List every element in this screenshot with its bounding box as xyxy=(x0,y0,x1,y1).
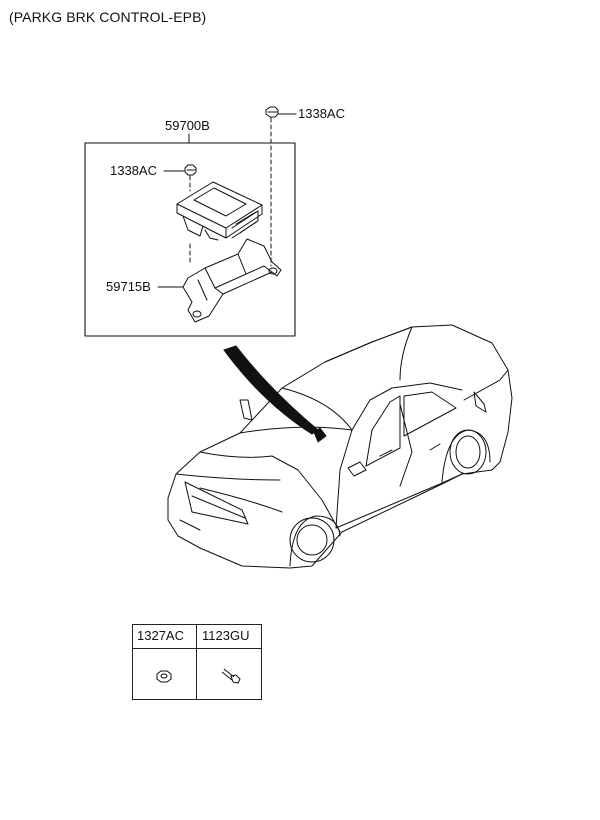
table-divider-vertical xyxy=(196,625,197,699)
nut-icon-top-right xyxy=(265,106,279,118)
table-header-1327ac: 1327AC xyxy=(137,628,184,643)
table-divider-horizontal xyxy=(133,648,261,649)
table-header-1123gu: 1123GU xyxy=(202,628,250,643)
bolt-icon-1123gu xyxy=(221,668,241,684)
nut-icon-1327ac xyxy=(156,670,172,683)
epb-module xyxy=(176,181,263,241)
nut-icon-left xyxy=(184,164,197,176)
parts-table: 1327AC 1123GU xyxy=(132,624,262,700)
epb-bracket xyxy=(182,238,282,323)
callout-1338ac-top: 1338AC xyxy=(298,106,345,121)
location-pointer-arrow xyxy=(223,345,319,435)
car-illustration xyxy=(167,324,513,569)
callout-1338ac-left: 1338AC xyxy=(110,163,157,178)
callout-59715b: 59715B xyxy=(106,279,151,294)
component-box xyxy=(84,142,296,337)
epb-location-marker xyxy=(313,427,327,443)
diagram-title: (PARKG BRK CONTROL-EPB) xyxy=(9,9,207,25)
callout-59700b: 59700B xyxy=(165,118,210,133)
